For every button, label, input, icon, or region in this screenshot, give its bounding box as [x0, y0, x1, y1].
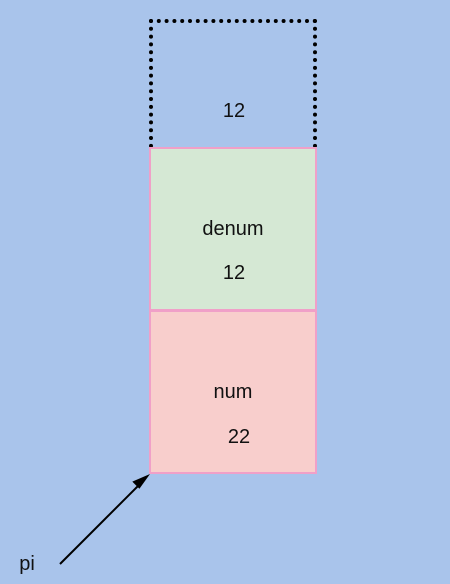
denum-label: denum [202, 218, 264, 240]
pointer-arrow-line [59, 480, 144, 565]
pointer-arrow-head [132, 474, 150, 489]
pointer-label: pi [19, 553, 35, 575]
denum-value: 12 [222, 262, 246, 284]
denum-memory-cell [149, 147, 317, 311]
num-label: num [213, 381, 253, 403]
num-value: 22 [227, 426, 251, 448]
top-cell-value: 12 [222, 100, 246, 122]
num-memory-cell [149, 310, 317, 474]
unallocated-memory-cell [149, 19, 317, 148]
